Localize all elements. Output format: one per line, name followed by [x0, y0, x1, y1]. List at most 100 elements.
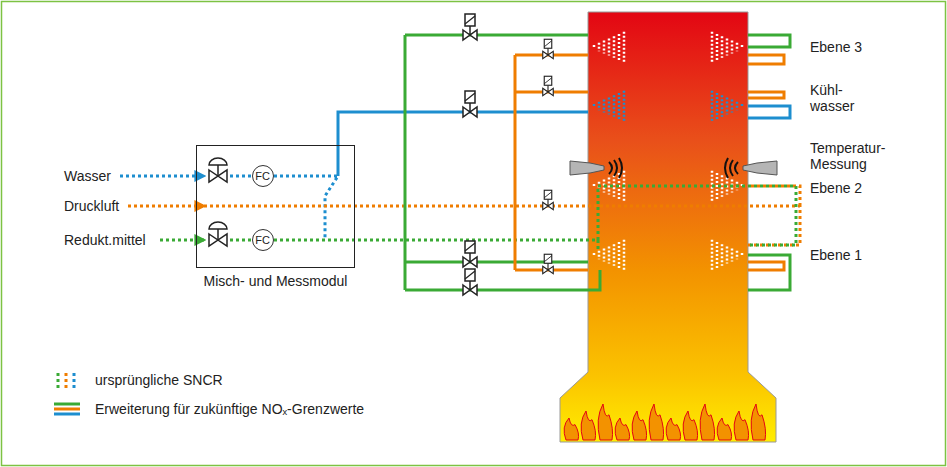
solenoid	[465, 269, 475, 281]
spray-stroke	[721, 36, 724, 58]
flame	[717, 418, 731, 440]
cooling-water-loop	[748, 106, 790, 118]
legend-solid-sample	[54, 413, 80, 416]
legend-dotted-sample	[65, 373, 68, 388]
spray-stroke	[731, 249, 734, 262]
water-mix-line	[274, 176, 338, 240]
spray-stroke	[603, 100, 606, 113]
valve-stem	[547, 85, 548, 92]
spray-stroke	[716, 34, 719, 60]
solenoid-mark	[544, 192, 552, 198]
spray-fan	[594, 91, 624, 121]
spray-stroke	[716, 93, 719, 119]
spray-stroke	[613, 175, 616, 197]
spray-stroke	[598, 102, 601, 110]
valve-stem	[469, 26, 471, 35]
spray-stroke	[721, 175, 724, 197]
spray-stroke	[721, 244, 724, 266]
flame	[683, 411, 697, 440]
flame	[649, 404, 663, 440]
water-feed-line	[120, 175, 204, 178]
solenoid	[465, 91, 475, 103]
flame	[564, 418, 578, 440]
solenoid	[465, 241, 475, 253]
spray-fan	[712, 240, 742, 270]
legend-dotted-sample	[57, 373, 60, 388]
spray-fan	[712, 91, 742, 121]
spray-stroke	[593, 45, 596, 49]
solenoid-valve	[463, 14, 477, 40]
legend-samples	[54, 373, 80, 414]
flame	[581, 411, 595, 440]
air-feed-line	[128, 205, 204, 208]
sound-wave	[735, 162, 738, 174]
mixing-module-box: Misch- und MessmodulFCFC	[196, 145, 355, 268]
solenoid-mark	[465, 93, 475, 101]
spray-stroke	[731, 100, 734, 113]
spray-stroke	[618, 242, 621, 268]
spray-stroke	[613, 36, 616, 58]
solenoid-valve	[463, 269, 477, 295]
legend-solid-sample	[54, 408, 80, 411]
input-label: Wasser	[64, 168, 111, 184]
probe-body	[570, 161, 604, 175]
spray-stroke	[731, 41, 734, 54]
valve-stem	[217, 229, 219, 240]
sound-wave	[619, 158, 622, 178]
valve-actuator	[209, 222, 227, 229]
spray-stroke	[736, 251, 739, 259]
flame	[734, 411, 748, 440]
level-label: Ebene 3	[810, 39, 862, 55]
solenoid-mark	[465, 16, 475, 24]
spray-fan	[594, 240, 624, 270]
sound-wave	[725, 158, 728, 178]
cooling-water-line	[338, 112, 588, 176]
solenoid	[544, 190, 552, 199]
solenoid	[544, 39, 552, 48]
valve-stem	[217, 165, 219, 176]
flame	[751, 404, 765, 440]
level-label: Kühl- wasser	[810, 82, 866, 114]
spray-stroke	[593, 104, 596, 108]
sound-wave	[609, 162, 612, 174]
legend-dotted-sample	[73, 373, 76, 388]
spray-stroke	[623, 240, 626, 270]
flow-controller-circle: FC	[252, 229, 274, 251]
legend-text: ursprüngliche SNCR	[95, 372, 223, 388]
valve-stem	[469, 103, 471, 112]
water-line	[230, 175, 252, 178]
solenoid-valve	[463, 241, 477, 267]
sound-wave	[614, 160, 617, 176]
solenoid-mark	[465, 243, 475, 251]
solenoid-mark	[465, 271, 475, 279]
spray-stroke	[603, 41, 606, 54]
spray-stroke	[608, 97, 611, 114]
solenoid-valve	[543, 76, 554, 96]
spray-stroke	[711, 240, 714, 270]
solenoid	[544, 76, 552, 85]
solenoid-mark	[544, 41, 552, 47]
boiler-furnace	[560, 12, 776, 442]
spray-stroke	[716, 173, 719, 199]
reductant-line	[230, 239, 252, 242]
spray-stroke	[618, 93, 621, 119]
level-label: Ebene 2	[810, 180, 862, 196]
mixture-ring-line	[274, 186, 796, 252]
spray-fan	[712, 32, 742, 62]
spray-stroke	[618, 34, 621, 60]
solenoid-mark	[544, 78, 552, 84]
spray-stroke	[726, 97, 729, 114]
spray-stroke	[736, 102, 739, 110]
spray-stroke	[741, 45, 744, 49]
spray-stroke	[608, 38, 611, 55]
air-ring-line	[204, 186, 800, 245]
valve-stem	[547, 263, 548, 270]
valve-stem	[547, 199, 548, 206]
spray-stroke	[721, 95, 724, 117]
legend-solid-sample	[54, 403, 80, 406]
flame	[598, 404, 612, 440]
flame	[666, 418, 680, 440]
